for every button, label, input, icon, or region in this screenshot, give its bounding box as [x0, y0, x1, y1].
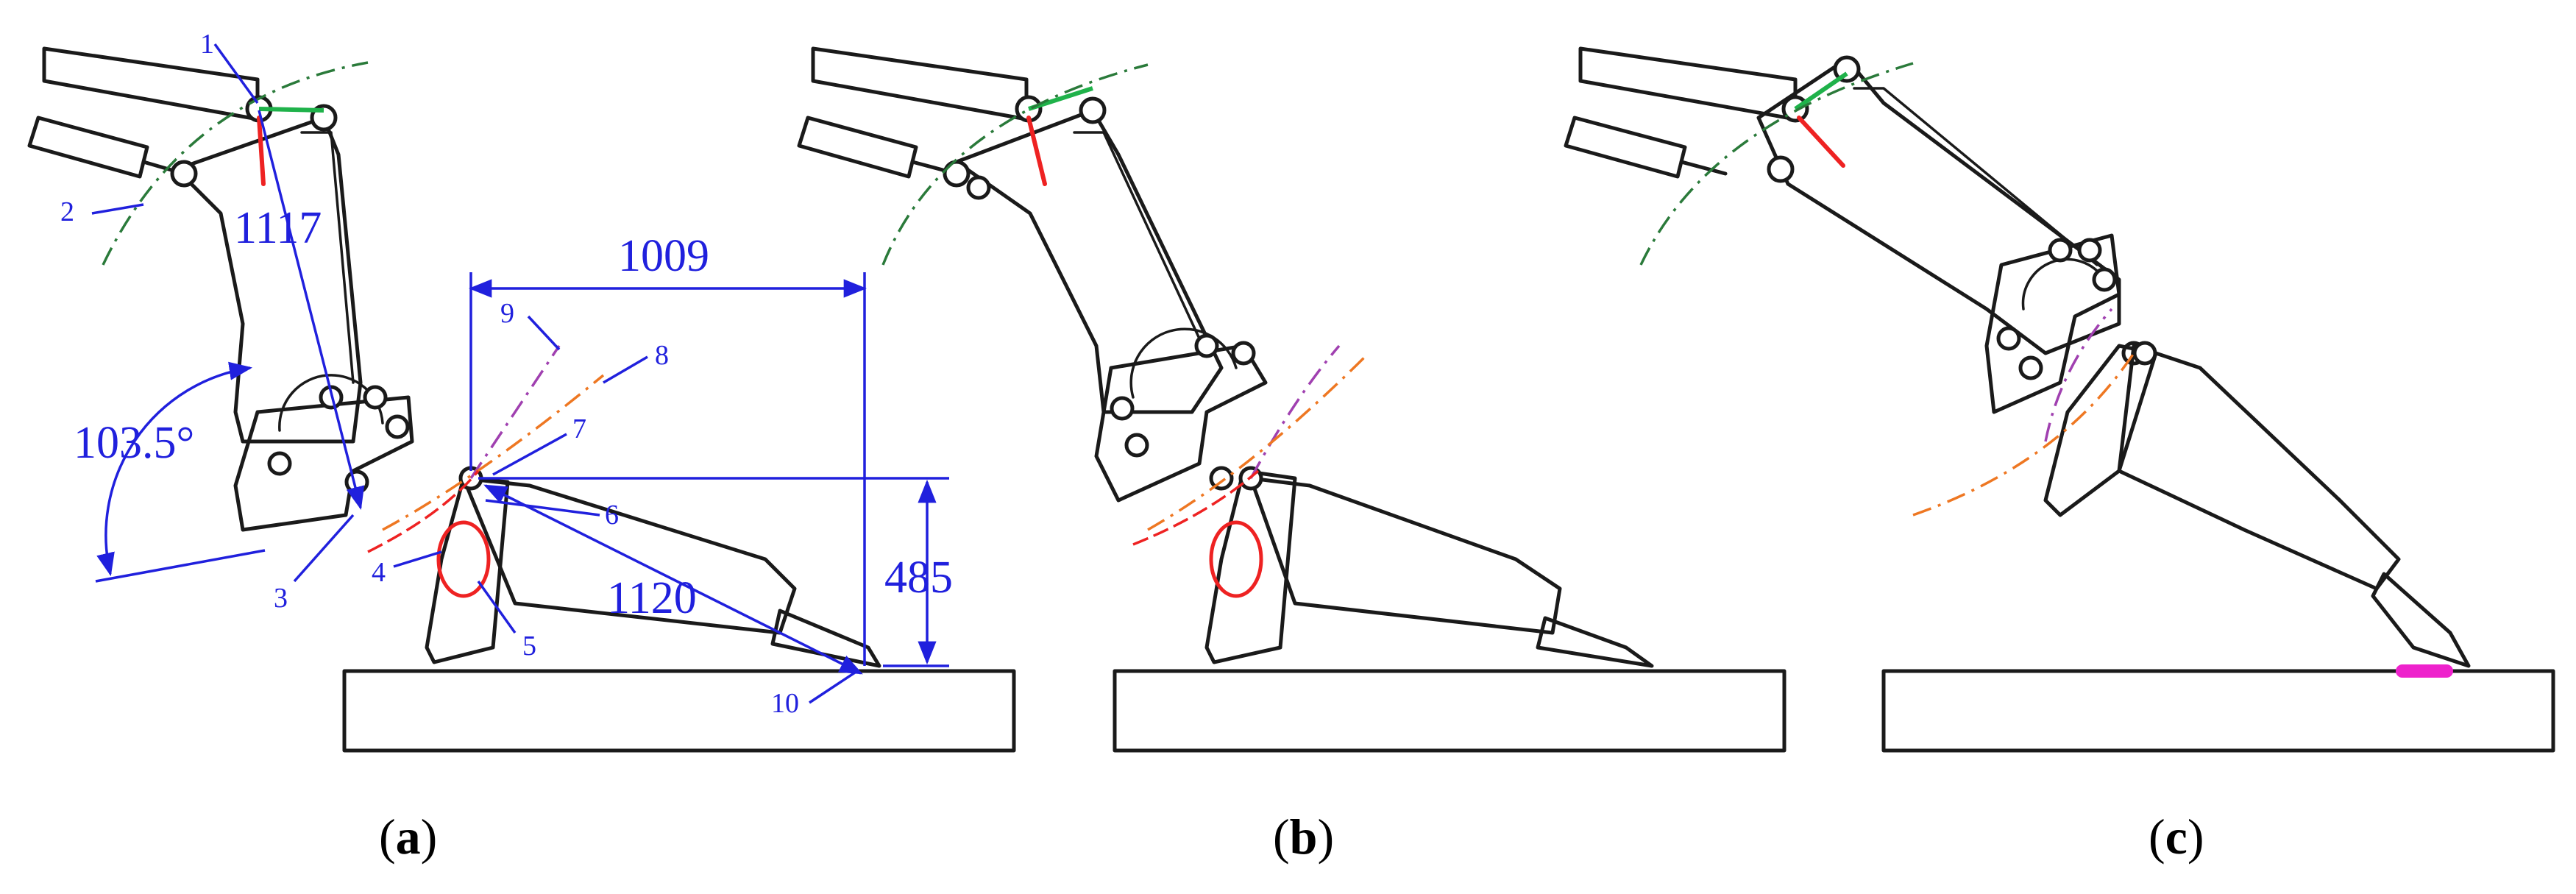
callout-10: 10 [771, 688, 799, 719]
caption-a: (a) [379, 809, 437, 865]
dim-line-boom-link [258, 110, 365, 511]
panel-b: (b) [797, 46, 1786, 865]
breaker-chisel [1536, 616, 1654, 668]
panel-a: 1009 485 1117 1120 103.5° 1 2 3 4 5 6 7 … [27, 29, 1016, 865]
hydraulic-cylinder [1564, 116, 1687, 179]
breaker-mount [1204, 469, 1297, 664]
hydraulic-cylinder [27, 116, 149, 179]
dim-label-horizontal: 1009 [618, 231, 709, 281]
caption-c: (c) [2149, 809, 2204, 865]
linkage-bracket [1984, 233, 2121, 414]
breaker-body [1249, 476, 1562, 635]
green-link [258, 107, 324, 113]
callout-2: 2 [60, 196, 74, 227]
ground-block [1881, 669, 2555, 753]
breaker-body [2117, 344, 2401, 591]
callout-1: 1 [200, 29, 214, 60]
angle-label: 103.5° [74, 418, 194, 468]
pin [267, 451, 292, 476]
boom-arm [811, 46, 1029, 121]
red-link [257, 116, 266, 186]
dim-label-vertical: 485 [884, 553, 953, 603]
highlight-ring [1209, 520, 1263, 598]
callout-8: 8 [655, 340, 669, 371]
angle-arc [96, 361, 253, 577]
callout-7: 7 [572, 414, 586, 444]
green-link [1794, 71, 1848, 111]
pin [170, 160, 198, 188]
boom-arm [1578, 46, 1798, 121]
callout-4: 4 [372, 557, 386, 588]
dim-line-tool [483, 484, 863, 675]
callout-3: 3 [274, 583, 288, 614]
callout-5: 5 [522, 631, 536, 661]
red-link [1026, 116, 1047, 186]
pin [385, 414, 410, 439]
hydraulic-cylinder [797, 116, 918, 179]
trajectory-trace [102, 61, 369, 266]
red-link [1797, 116, 1845, 168]
callout-6: 6 [605, 500, 619, 531]
breaker-mount [425, 476, 510, 664]
breaker-chisel [2371, 572, 2471, 668]
dim-label-boom-link: 1117 [234, 203, 322, 253]
stick-arm [954, 108, 1224, 414]
stick-arm [1756, 57, 2121, 355]
panel-c: (c) [1564, 46, 2555, 865]
callout-9: 9 [500, 298, 514, 329]
ground-block [1113, 669, 1786, 753]
dim-label-tool: 1120 [607, 573, 697, 623]
ground-block [342, 669, 1016, 753]
pin [363, 385, 388, 410]
linkage-bracket [233, 395, 414, 532]
caption-b: (b) [1273, 809, 1334, 865]
